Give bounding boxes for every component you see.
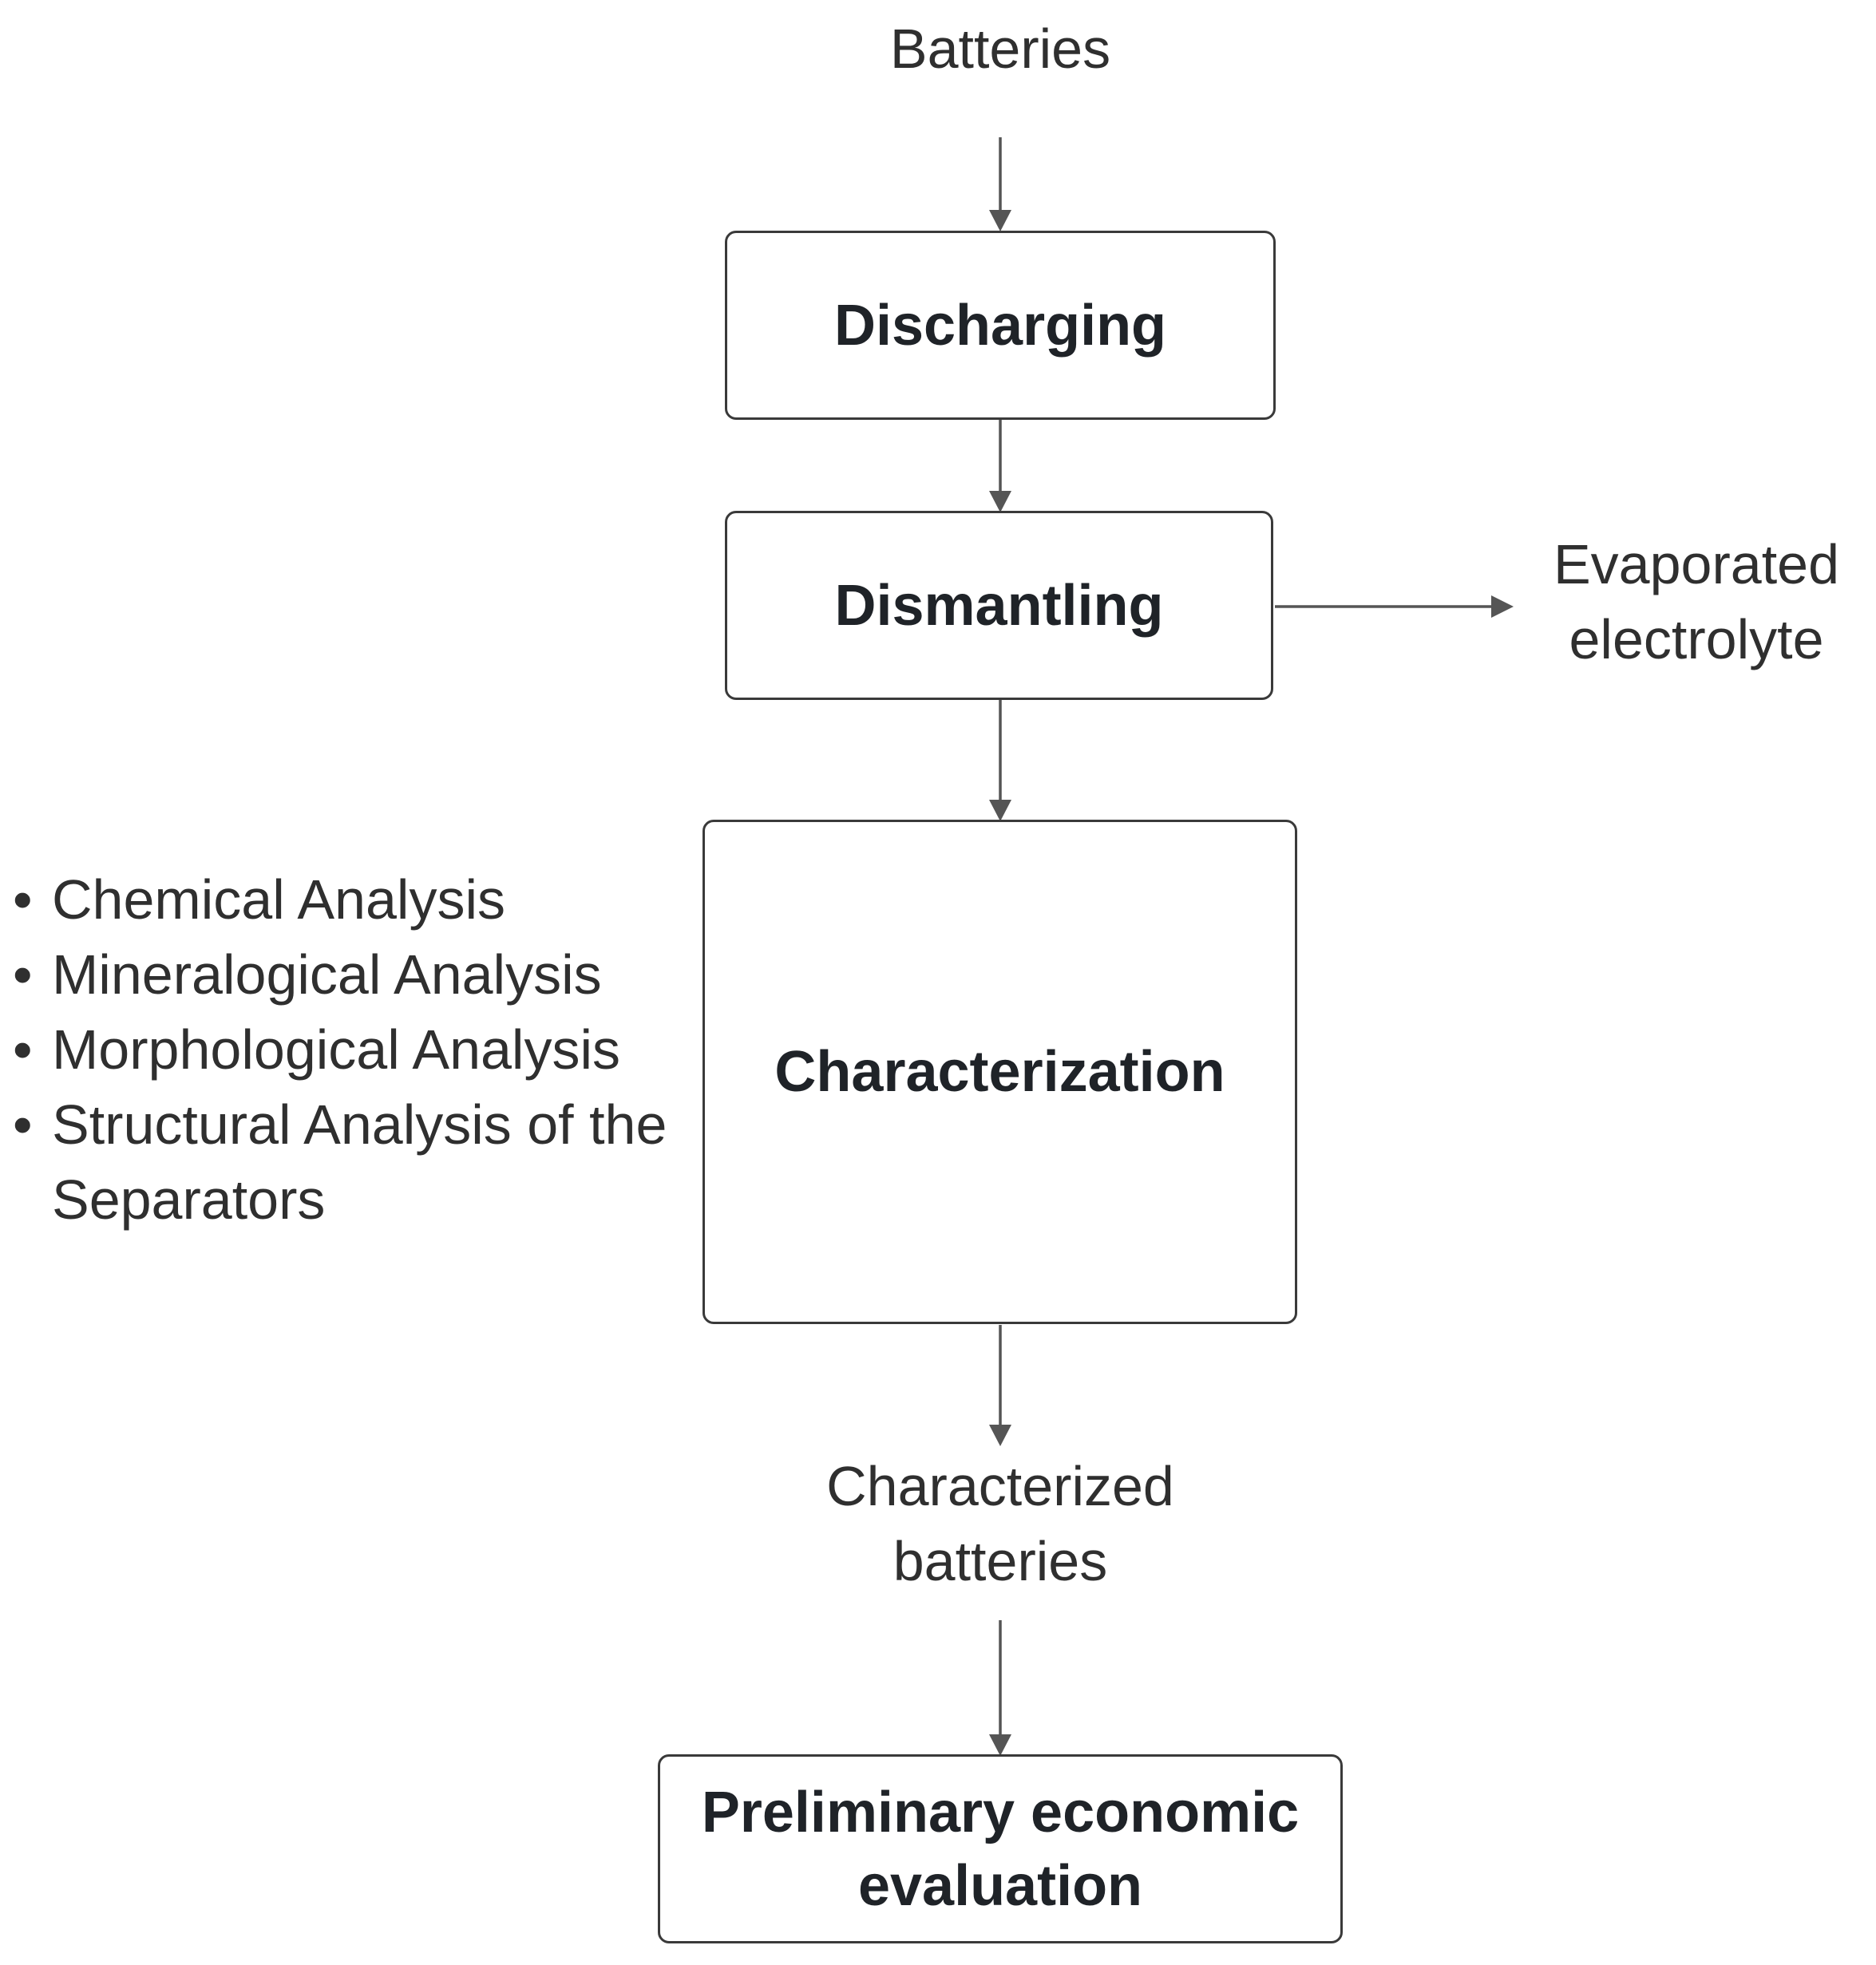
analysis-item-chemical: Chemical Analysis — [8, 862, 703, 937]
arrowhead-3 — [989, 800, 1011, 821]
step-dismantling: Dismantling — [725, 511, 1273, 700]
step-economic-line1: Preliminary economic — [701, 1780, 1300, 1844]
step-characterization-label: Characterization — [774, 1040, 1225, 1104]
intermediate-line2: batteries — [892, 1530, 1108, 1592]
step-preliminary-economic-evaluation: Preliminary economic evaluation — [658, 1754, 1343, 1943]
output-evaporated-line2: electrolyte — [1569, 608, 1824, 670]
analysis-list: Chemical Analysis Mineralogical Analysis… — [8, 862, 703, 1237]
step-economic-line2: evaluation — [857, 1853, 1143, 1918]
intermediate-characterized-batteries: Characterized batteries — [761, 1449, 1240, 1599]
input-batteries-label: Batteries — [889, 18, 1111, 80]
step-dismantling-label: Dismantling — [834, 573, 1164, 638]
output-evaporated-electrolyte: Evaporated electrolyte — [1517, 527, 1876, 677]
output-evaporated-line1: Evaporated — [1553, 533, 1840, 595]
analysis-item-mineralogical: Mineralogical Analysis — [8, 937, 703, 1012]
step-economic-label: Preliminary economic evaluation — [702, 1776, 1299, 1923]
arrowhead-1 — [989, 210, 1011, 231]
intermediate-line1: Characterized — [826, 1455, 1174, 1517]
arrowhead-2 — [989, 491, 1011, 512]
analysis-item-structural: Structural Analysis of the Separators — [8, 1087, 703, 1237]
step-discharging-label: Discharging — [833, 293, 1167, 358]
step-characterization: Characterization — [703, 820, 1297, 1324]
analysis-item-morphological: Morphological Analysis — [8, 1012, 703, 1087]
arrowhead-6 — [989, 1734, 1011, 1756]
arrowhead-4 — [1491, 595, 1514, 618]
arrowhead-5 — [989, 1425, 1011, 1446]
step-discharging: Discharging — [725, 231, 1276, 420]
